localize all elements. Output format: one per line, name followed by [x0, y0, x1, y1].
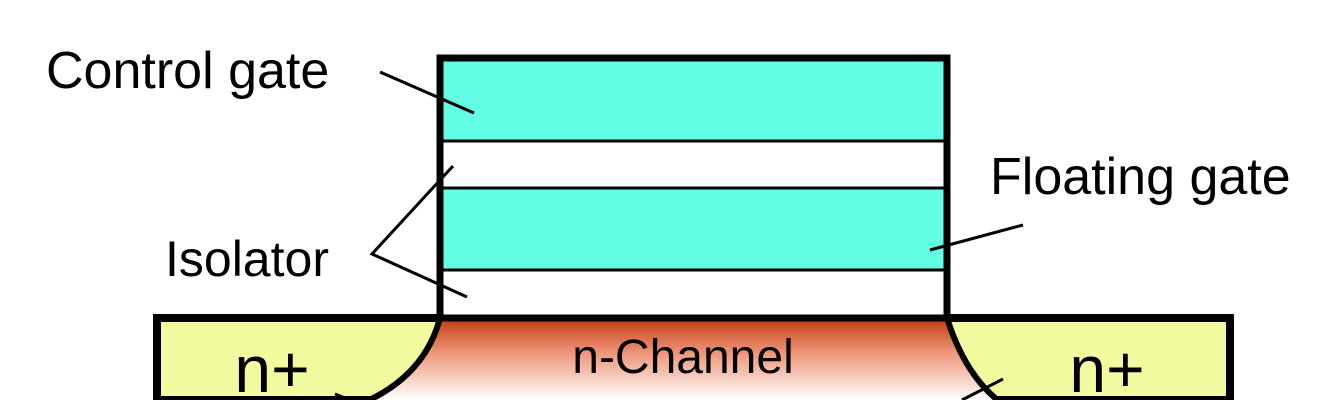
source-junction-curve — [363, 317, 443, 400]
drain-leader — [961, 377, 1004, 400]
control-gate-leader — [379, 70, 475, 115]
control-gate — [440, 58, 947, 141]
floating-gate — [440, 188, 947, 270]
drain-junction-curve — [944, 317, 1002, 400]
floating-gate-leader — [929, 223, 1024, 252]
control-gate-label: Control gate — [46, 42, 329, 100]
n-channel-label: n-Channel — [572, 331, 793, 384]
source-leader — [334, 392, 351, 400]
lower-isolator — [440, 270, 947, 318]
isolator-leader — [369, 164, 468, 299]
isolator-label: Isolator — [165, 231, 329, 287]
gate-stack-outline — [436, 54, 951, 322]
source-n-plus-label: n+ — [234, 332, 309, 400]
drain-n-plus-label: n+ — [1069, 332, 1144, 400]
floating-gate-label: Floating gate — [990, 148, 1291, 206]
upper-isolator — [440, 141, 947, 188]
n-channel-region — [365, 318, 1000, 400]
